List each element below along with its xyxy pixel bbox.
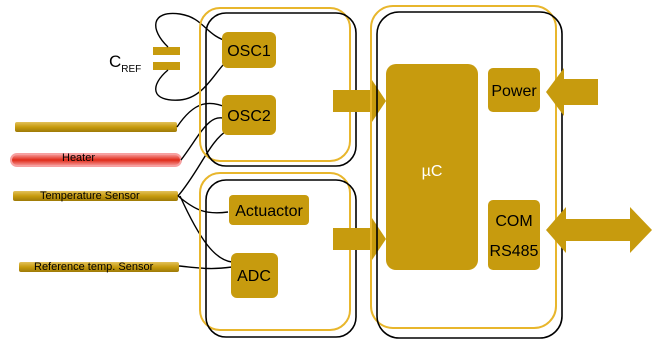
temperature-sensor-rod — [13, 191, 178, 201]
osc1-block — [222, 32, 276, 68]
com-label-line1: COM — [495, 213, 532, 230]
com-block — [488, 200, 540, 270]
actuactor-block — [229, 195, 309, 225]
cref-subscript: REF — [121, 64, 141, 75]
uc-block — [386, 64, 478, 270]
wire-cref-bottom — [155, 57, 231, 101]
osc2-label: OSC2 — [227, 108, 271, 125]
adc-label: ADC — [237, 268, 271, 285]
oscillator-frame-inner — [205, 12, 357, 167]
arrow-osc-to-uc — [333, 80, 386, 122]
heater-label: Heater — [62, 152, 95, 164]
wire-cref-top — [155, 12, 231, 48]
uc-label: µC — [422, 163, 443, 180]
reference-temp-sensor-label: Reference temp. Sensor — [34, 261, 154, 273]
oscillator-frame — [199, 7, 351, 162]
cref-main: C — [109, 52, 121, 71]
io-frame — [199, 172, 351, 331]
cref-label: CREF — [109, 52, 141, 75]
arrow-com-bidirectional — [546, 207, 652, 253]
arrow-io-to-uc — [333, 218, 386, 260]
com-label-line2: RS485 — [490, 243, 539, 260]
wire-temp-adc — [179, 195, 233, 263]
actuactor-label: Actuactor — [235, 203, 303, 220]
heater-rod — [10, 153, 182, 167]
osc1-label: OSC1 — [227, 43, 271, 60]
arrow-power-in — [546, 68, 598, 116]
wire-ref-adc — [178, 265, 233, 270]
reference-capacitor — [153, 47, 180, 70]
wire-rod-osc2-a — [176, 102, 229, 128]
power-block — [488, 68, 540, 112]
reference-temp-sensor-rod — [19, 262, 179, 272]
power-label: Power — [491, 83, 537, 100]
adc-block — [231, 253, 278, 298]
wire-temp-actuator — [177, 195, 229, 214]
io-frame-inner — [205, 179, 357, 338]
top-sensor-rod — [15, 122, 177, 132]
osc2-block — [222, 95, 276, 135]
temperature-sensor-label: Temperature Sensor — [40, 190, 140, 202]
mcu-frame-inner — [376, 11, 563, 339]
mcu-frame — [370, 5, 557, 329]
wire-temp-osc2 — [177, 129, 229, 197]
